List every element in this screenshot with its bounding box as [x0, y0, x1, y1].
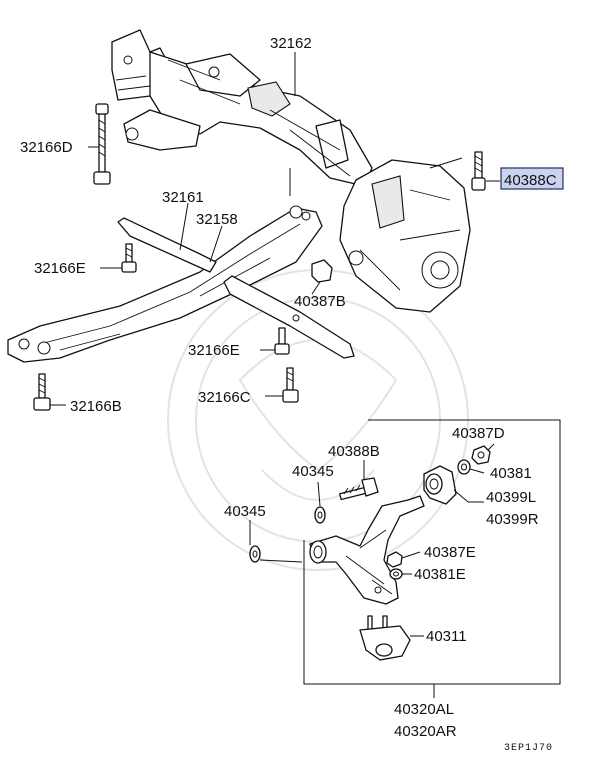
crossmember-32161[interactable] — [7, 205, 323, 363]
bolt-32166C[interactable] — [282, 367, 299, 403]
crossmember-32162[interactable] — [111, 29, 373, 187]
washer-40381E[interactable] — [389, 568, 403, 580]
washer-40381[interactable] — [457, 459, 471, 475]
knuckle-housing[interactable] — [339, 159, 471, 313]
label-40311[interactable]: 40311 — [426, 628, 467, 645]
label-32166E-right[interactable]: 32166E — [188, 342, 240, 359]
label-40345-lower[interactable]: 40345 — [224, 503, 266, 520]
bolt-32166E-left[interactable] — [121, 243, 137, 273]
label-40320AL[interactable]: 40320AL — [394, 701, 454, 718]
ball-joint-40311[interactable] — [359, 615, 411, 661]
label-32166C[interactable]: 32166C — [198, 389, 251, 406]
bushing-40399[interactable] — [423, 465, 457, 505]
washer-40345-lower[interactable] — [249, 545, 261, 563]
lower-arm-40320[interactable] — [309, 495, 425, 605]
diagram-code: 3EP1J70 — [504, 743, 553, 754]
bolt-40388B[interactable] — [339, 477, 379, 501]
label-32166D[interactable]: 32166D — [20, 139, 73, 156]
bolt-40388C[interactable] — [471, 151, 486, 191]
label-40387E[interactable]: 40387E — [424, 544, 476, 561]
label-40381E[interactable]: 40381E — [414, 566, 466, 583]
label-40387D[interactable]: 40387D — [452, 425, 505, 442]
label-40399R[interactable]: 40399R — [486, 511, 539, 528]
brace-32158[interactable] — [117, 217, 355, 359]
label-40381[interactable]: 40381 — [490, 465, 532, 482]
label-40388C[interactable]: 40388C — [504, 172, 557, 189]
nut-40387D[interactable] — [471, 445, 491, 465]
label-40320AR[interactable]: 40320AR — [394, 723, 457, 740]
bolt-32166D[interactable] — [93, 103, 111, 185]
bolt-32166E-right[interactable] — [274, 327, 290, 355]
lower-arm-assembly-box — [303, 419, 561, 698]
label-32158[interactable]: 32158 — [196, 211, 238, 228]
nut-40387E[interactable] — [386, 551, 403, 568]
bolt-32166B[interactable] — [33, 373, 51, 411]
washer-40345-upper[interactable] — [314, 506, 326, 524]
label-32162[interactable]: 32162 — [270, 35, 312, 52]
label-40399L[interactable]: 40399L — [486, 489, 536, 506]
highlight-40388C — [500, 167, 564, 190]
label-32166B[interactable]: 32166B — [70, 398, 122, 415]
label-32166E-left[interactable]: 32166E — [34, 260, 86, 277]
label-40387B[interactable]: 40387B — [294, 293, 346, 310]
label-32161[interactable]: 32161 — [162, 189, 204, 206]
label-40345-upper[interactable]: 40345 — [292, 463, 334, 480]
label-40388B[interactable]: 40388B — [328, 443, 380, 460]
nut-40387B[interactable] — [311, 259, 333, 283]
